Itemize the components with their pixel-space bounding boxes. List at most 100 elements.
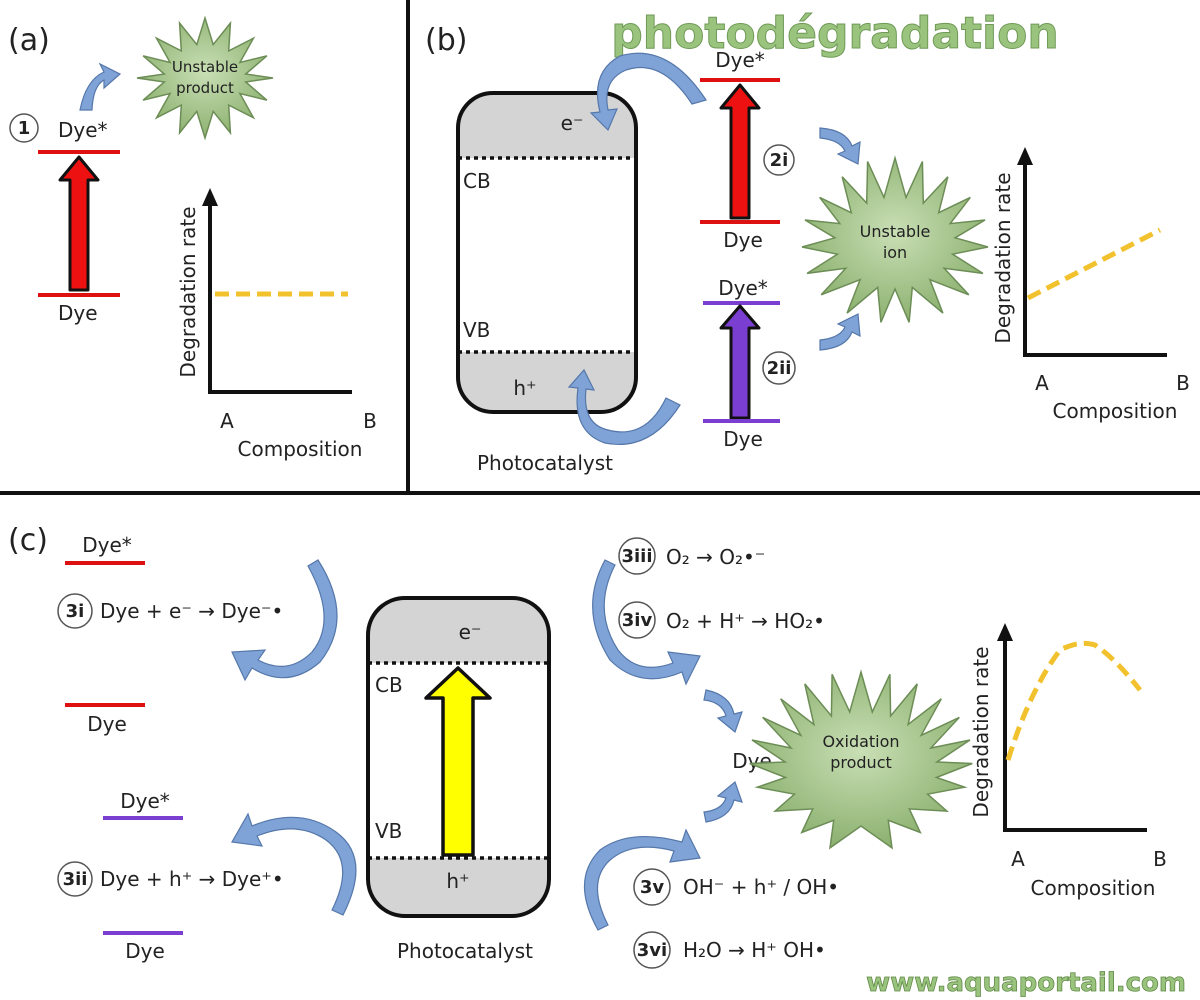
panel-c-tag: (c)	[8, 523, 48, 558]
c-dye-ground-purple-label: Dye	[125, 939, 165, 963]
curved-arrow-to-dye-top	[703, 689, 743, 734]
excitation-arrow-purple	[719, 304, 761, 420]
panel-c: (c) Dye* 3i Dye + e⁻ → Dye⁻• Dye Dye* 3i…	[8, 523, 1167, 969]
oxidation-product-starburst	[749, 669, 973, 850]
chart-a-ylabel: Degradation rate	[176, 206, 200, 377]
dye-ground-purple-label: Dye	[723, 427, 763, 451]
photocatalyst-c-vb-band	[368, 858, 549, 916]
chart-a-x-end: B	[363, 409, 377, 433]
product-line-1: Unstable	[172, 58, 238, 76]
chart-b-x-end: B	[1176, 371, 1190, 395]
reaction-3ii-id: 3ii	[63, 869, 88, 890]
dye-ground-label: Dye	[58, 301, 98, 325]
curved-arrow-to-product	[79, 62, 122, 111]
photocatalyst-c-electron: e⁻	[459, 620, 482, 644]
photocatalyst-c-vb-label: VB	[375, 819, 402, 843]
reaction-3iii-text: O₂ → O₂•⁻	[666, 545, 765, 569]
photocatalyst-b-cb-label: CB	[463, 169, 491, 193]
c-dye-ground-red-label: Dye	[87, 712, 127, 736]
step-1-label: 1	[18, 118, 31, 139]
reaction-3vi-id: 3vi	[637, 940, 667, 961]
curved-arrow-3v-3vi	[583, 828, 701, 931]
excitation-arrow	[58, 155, 100, 292]
curved-arrow-2i-to-ion	[819, 127, 861, 165]
oxidation-line-1: Oxidation	[822, 732, 899, 751]
unstable-ion-starburst	[801, 155, 989, 323]
reaction-3ii-text: Dye + h⁺ → Dye⁺•	[100, 867, 284, 891]
reaction-3iv-id: 3iv	[622, 610, 653, 631]
dye-excited-label: Dye*	[58, 118, 108, 142]
ion-line-2: ion	[883, 243, 907, 262]
chart-a: Degradation rate A B Composition	[176, 188, 377, 461]
photocatalyst-c-label: Photocatalyst	[397, 939, 533, 963]
panel-a-tag: (a)	[8, 23, 50, 58]
chart-c: Degradation rate A B Composition	[969, 623, 1167, 900]
chart-b-xlabel: Composition	[1053, 399, 1178, 423]
panel-a: (a) 1 Dye* Dye Unstable product Degradat…	[8, 15, 377, 461]
c-dye-excited-purple-label: Dye*	[120, 789, 170, 813]
excitation-arrow-red	[719, 83, 761, 220]
reaction-3ii: 3ii Dye + h⁺ → Dye⁺•	[57, 861, 284, 897]
reaction-3v-id: 3v	[640, 877, 665, 898]
photocatalyst-c-cb-label: CB	[375, 673, 403, 697]
curved-arrow-electron-transfer	[589, 52, 707, 132]
oxidation-line-2: product	[830, 753, 892, 772]
reaction-3i: 3i Dye + e⁻ → Dye⁻•	[57, 593, 283, 629]
c-dye-excited-red-label: Dye*	[82, 533, 132, 557]
chart-c-x-end: B	[1153, 847, 1167, 871]
step-2ii-label: 2ii	[767, 358, 792, 379]
photocatalyst-b-hole: h⁺	[513, 376, 536, 400]
dye-excited-red-label: Dye*	[715, 48, 765, 72]
curved-arrow-to-dye-bottom	[703, 780, 743, 823]
panel-b-tag: (b)	[425, 23, 467, 58]
panel-b: (b) CB VB e⁻ h⁺ Photocatalyst Dye* Dye 2…	[425, 23, 1190, 475]
chart-b-ylabel: Degradation rate	[991, 172, 1015, 343]
chart-c-x-start: A	[1011, 847, 1025, 871]
unstable-product-starburst	[136, 15, 274, 141]
curved-arrow-3i	[231, 559, 338, 682]
photocatalyst-c-hole: h⁺	[446, 869, 469, 893]
step-1-badge: 1	[9, 113, 39, 143]
reaction-3iii: 3iii O₂ → O₂•⁻	[618, 537, 765, 575]
curved-arrow-3iii-3iv	[592, 559, 701, 686]
photocatalyst-c-cb-band	[368, 598, 549, 663]
photocatalyst-b-outline	[456, 91, 638, 414]
photocatalyst-b-cb-band	[458, 93, 636, 158]
reaction-3vi-text: H₂O → H⁺ OH•	[683, 938, 826, 962]
chart-b: Degradation rate A B Composition	[991, 147, 1190, 423]
step-2i-badge: 2i	[763, 144, 795, 176]
reaction-3vi: 3vi H₂O → H⁺ OH•	[633, 931, 826, 969]
product-line-2: product	[176, 79, 234, 97]
chart-c-xlabel: Composition	[1031, 876, 1156, 900]
chart-c-trend-curve	[1005, 640, 1142, 761]
curved-arrow-3ii	[231, 812, 357, 916]
chart-b-x-start: A	[1035, 371, 1049, 395]
photocatalyst-b-electron: e⁻	[561, 111, 584, 135]
watermark-url: www.aquaportail.com	[866, 968, 1186, 998]
photocatalyst-b-vb-label: VB	[463, 318, 490, 342]
chart-c-y-arrowhead	[997, 623, 1013, 641]
photocatalyst-c-outline	[366, 596, 551, 918]
bandgap-excitation-arrow	[424, 666, 492, 857]
chart-a-y-arrowhead	[202, 188, 218, 206]
dye-ground-red-label: Dye	[723, 228, 763, 252]
reaction-3iii-id: 3iii	[621, 546, 652, 567]
step-2ii-badge: 2ii	[762, 351, 796, 385]
reaction-3i-text: Dye + e⁻ → Dye⁻•	[100, 599, 283, 623]
photocatalyst-b: CB VB e⁻ h⁺ Photocatalyst	[456, 91, 638, 475]
chart-b-trend-line	[1026, 227, 1162, 301]
curved-arrow-2ii-to-ion	[819, 313, 861, 351]
reaction-3v-text: OH⁻ + h⁺ / OH•	[683, 875, 839, 899]
chart-a-xlabel: Composition	[238, 437, 363, 461]
reaction-3i-id: 3i	[66, 601, 85, 622]
reaction-3v: 3v OH⁻ + h⁺ / OH•	[633, 868, 839, 906]
chart-c-ylabel: Degradation rate	[969, 646, 993, 817]
photocatalyst-c: CB VB e⁻ h⁺ Photocatalyst	[366, 596, 551, 963]
watermark-title: photodégradation	[611, 8, 1058, 59]
chart-a-x-start: A	[220, 409, 234, 433]
reaction-3iv: 3iv O₂ + H⁺ → HO₂•	[618, 601, 825, 639]
photocatalyst-b-label: Photocatalyst	[477, 451, 613, 475]
dye-excited-purple-label: Dye*	[718, 276, 768, 300]
reaction-3iv-text: O₂ + H⁺ → HO₂•	[666, 609, 825, 633]
